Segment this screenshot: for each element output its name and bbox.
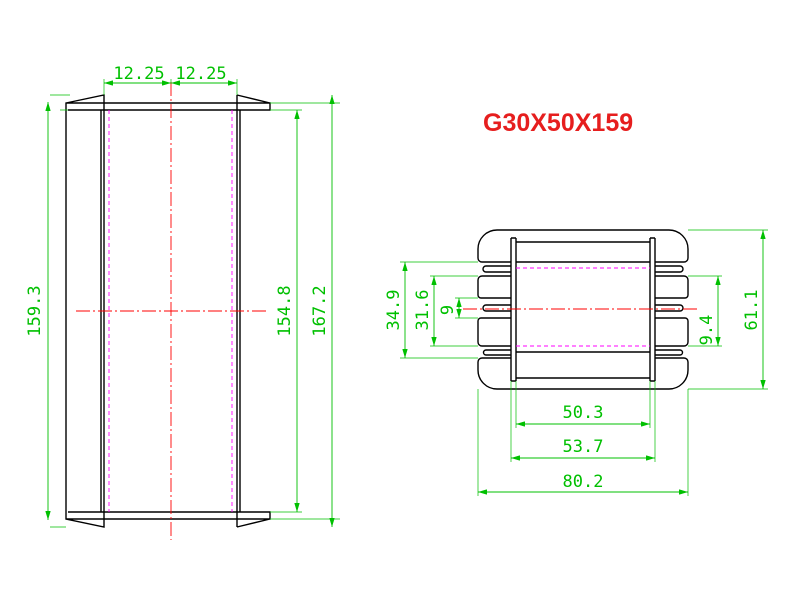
dim-right-half-width: 12.25	[175, 64, 226, 84]
dim-9: 9	[438, 305, 458, 315]
front-extension-lines	[50, 79, 340, 528]
dim-61-1: 61.1	[742, 290, 762, 331]
side-extension-lines	[400, 229, 768, 496]
dim-height-167: 167.2	[310, 285, 330, 336]
part-number-title: G30X50X159	[483, 109, 633, 137]
dim-left-half-width: 12.25	[113, 64, 164, 84]
side-view: 34.9 31.6 9 9.4 61.1 50.3 53.7 80.2	[384, 229, 768, 496]
dim-height-159: 159.3	[25, 285, 45, 336]
side-core-window	[510, 237, 656, 382]
front-view: 12.25 12.25 159.3 154.8 167.2	[25, 64, 340, 540]
front-hidden-lines	[108, 110, 233, 512]
side-pin-slots	[482, 265, 684, 356]
side-flange-outline	[477, 229, 689, 390]
side-hidden-lines	[516, 267, 650, 347]
dim-34-9: 34.9	[384, 290, 404, 331]
dim-53-7: 53.7	[563, 437, 604, 457]
dim-9-4: 9.4	[697, 315, 717, 346]
dim-80-2: 80.2	[563, 472, 604, 492]
dim-50-3: 50.3	[563, 403, 604, 423]
dim-height-154: 154.8	[275, 285, 295, 336]
dim-31-6: 31.6	[413, 290, 433, 331]
